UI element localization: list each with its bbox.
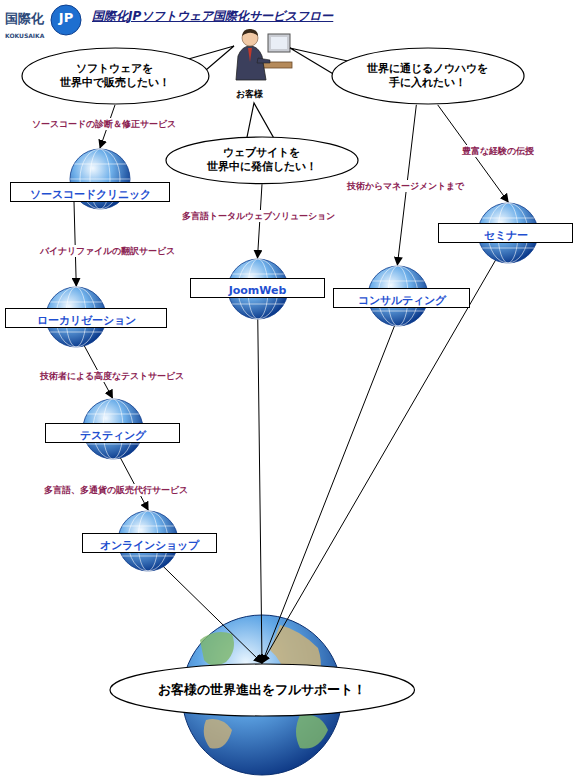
flow-arrow [74,202,76,286]
flow-arrow [258,298,262,663]
service-name: コンサルティング [358,294,446,307]
continent [296,715,328,749]
globe-parallel [87,414,139,415]
ellipse-shape [22,48,209,104]
globe-parallel [122,526,174,527]
service-description: 多言語、多通貨の販売代行サービス [42,484,190,496]
logo-text: 国際化 [5,12,44,26]
service-label-box: セミナー [438,223,573,243]
service-label-box: オンラインショップ [82,533,217,553]
ellipse-text-wrap: お客様の世界進出をフルサポート！ [158,682,367,699]
service-name: JoomWeb [229,284,287,297]
service-label-box: ソースコードクリニック [10,182,170,202]
globe-parallel [50,302,102,303]
service-box: セミナー [438,202,573,243]
flow-arrow [150,553,262,663]
service-description: 技術者による高度なテストサービス [38,370,186,382]
service-label-box: JoomWeb [190,278,325,298]
flow-arrow [262,308,402,663]
service-box: テスティング [45,398,180,443]
continent [200,632,234,666]
service-label-box: テスティング [45,423,180,443]
continent [204,719,232,749]
service-name: ローカリゼーション [37,314,136,327]
customer-label: お客様 [236,90,263,100]
computer-monitor [268,34,290,52]
bubble-text: 世界に通じるノウハウを 手に入れたい！ [363,62,493,91]
ellipse-text-wrap: ウェブサイトを 世界中に発信したい！ [197,146,327,175]
service-description: 多言語トータルウェブソリューション [180,210,337,222]
logo-circle [51,5,81,35]
service-box: コンサルティング [333,265,470,308]
service-description: 豊富な経験の伝授 [460,145,536,157]
globe-parallel [74,164,126,165]
globe-parallel [372,281,424,282]
globe-parallel [372,311,424,312]
service-name: セミナー [484,229,528,242]
speech-ellipse: ウェブサイトを 世界中に発信したい！ [165,136,359,185]
bubble-text: ソフトウェアを 世界中で販売したい！ [52,62,178,91]
service-name: テスティング [80,429,146,442]
service-box: オンラインショップ [82,510,217,553]
ellipse-shape [110,664,414,716]
globe-parallel [122,556,174,557]
bubble-text: お客様の世界進出をフルサポート！ [158,682,367,699]
service-name: オンラインショップ [100,539,199,552]
ellipse-text-wrap: ソフトウェアを 世界中で販売したい！ [52,62,178,91]
person-arm [257,58,270,63]
service-box: ソースコードクリニック [10,148,170,202]
globe-parallel [232,304,284,305]
ellipse-shape [166,137,358,184]
person-hair [242,29,258,36]
ellipse-shape [332,48,524,104]
globe-sphere [228,259,288,319]
diagram-title: 国際化JPソフトウェア国際化サービスフロー [92,8,333,25]
flow-arrow [262,243,506,663]
service-description: ソースコードの診断＆修正サービス [30,118,178,130]
speech-ellipse: 世界に通じるノウハウを 手に入れたい！ [331,47,525,105]
service-label-box: ローカリゼーション [5,308,167,328]
service-description: バイナリファイルの翻訳サービス [38,245,177,257]
service-name: ソースコードクリニック [30,188,151,201]
service-label-box: コンサルティング [333,288,470,308]
globe-parallel [482,218,534,219]
speech-ellipse: ソフトウェアを 世界中で販売したい！ [21,47,210,105]
globe-parallel [50,332,102,333]
ellipse-text-wrap: 世界に通じるノウハウを 手に入れたい！ [363,62,493,91]
service-description: 技術からマネージメントまで [345,180,466,192]
person-tie [248,48,252,62]
logo-text: KOKUSAIKA [5,33,44,40]
globe-parallel [482,248,534,249]
globe-parallel [232,274,284,275]
speech-ellipse: お客様の世界進出をフルサポート！ [109,663,415,717]
service-box: JoomWeb [190,258,325,298]
computer-screen [271,37,287,49]
service-box: ローカリゼーション [5,286,167,328]
bubble-text: ウェブサイトを 世界中に発信したい！ [197,146,327,175]
logo-text: JP [51,11,81,25]
globe-parallel [70,179,130,180]
